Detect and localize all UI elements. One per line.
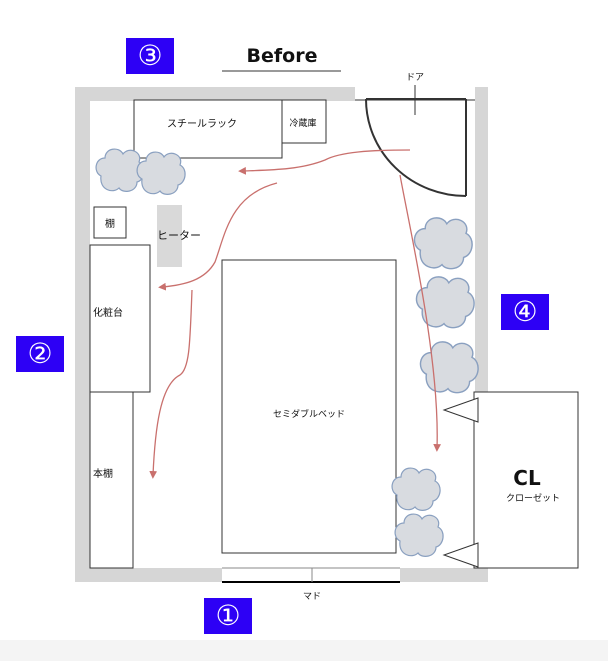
closet-door-bottom	[442, 542, 479, 568]
window	[222, 567, 400, 583]
bed	[221, 259, 397, 554]
clutter-pile	[413, 217, 473, 270]
steel-rack-label: スチールラック	[167, 118, 237, 130]
heater	[157, 205, 182, 267]
heater-label: ヒーター	[157, 229, 201, 242]
closet-code-label: CL	[513, 466, 541, 490]
shelf	[93, 206, 127, 239]
clutter-pile	[419, 341, 479, 394]
closet	[473, 391, 579, 569]
dresser	[89, 244, 151, 393]
clutter-pile	[391, 467, 441, 511]
marker-3: ③	[126, 38, 174, 74]
fridge-label: 冷蔵庫	[289, 117, 316, 129]
marker-2: ②	[16, 336, 64, 372]
bookshelf-label: 本棚	[93, 467, 113, 480]
closet-door-top	[442, 397, 479, 423]
path-arrow	[158, 182, 278, 291]
closet-label: クローゼット	[506, 492, 560, 504]
door	[355, 85, 475, 197]
path-arrow	[149, 289, 193, 479]
bottom-band	[0, 640, 608, 661]
title: Before	[247, 45, 318, 67]
path-arrow	[399, 174, 442, 452]
fridge	[281, 99, 327, 144]
shelf-label: 棚	[105, 217, 115, 230]
clutter-pile	[394, 513, 444, 557]
bed-label: セミダブルベッド	[273, 408, 345, 420]
marker-4: ④	[501, 294, 549, 330]
door-label: ドア	[406, 73, 424, 83]
window-label: マド	[303, 592, 321, 602]
steel-rack	[133, 99, 283, 159]
bookshelf	[89, 391, 134, 569]
dresser-label: 化粧台	[93, 306, 123, 319]
clutter-pile	[415, 276, 475, 329]
marker-1: ①	[204, 598, 252, 634]
path-arrow	[238, 149, 411, 175]
